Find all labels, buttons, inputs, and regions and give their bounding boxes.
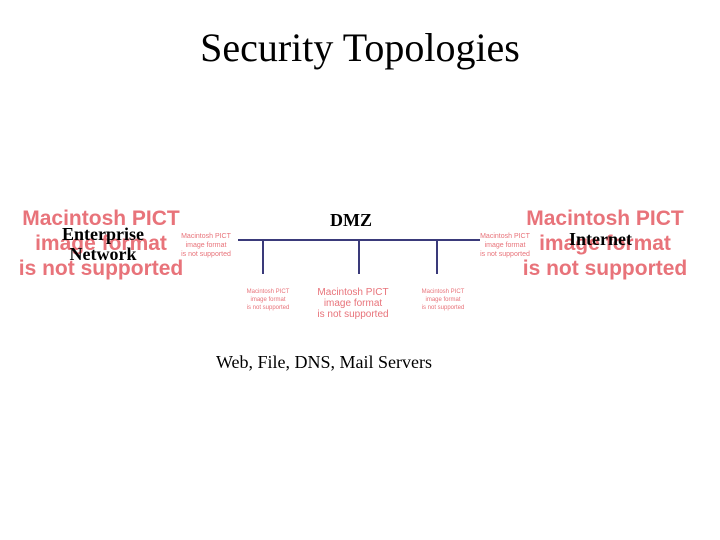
- servers-label: Web, File, DNS, Mail Servers: [216, 352, 433, 372]
- slide-title: Security Topologies: [200, 25, 520, 70]
- right-firewall-image: Macintosh PICT image format is not suppo…: [480, 233, 530, 258]
- enterprise-network-label: Enterprise Network: [62, 224, 144, 264]
- server-image-3: Macintosh PICT image format is not suppo…: [421, 289, 465, 311]
- internet-label: Internet: [569, 229, 632, 249]
- internet-image: Macintosh PICT image format is not suppo…: [522, 207, 688, 280]
- server-image-1: Macintosh PICT image format is not suppo…: [246, 289, 290, 311]
- left-firewall-image: Macintosh PICT image format is not suppo…: [181, 233, 231, 258]
- dmz-label: DMZ: [330, 210, 372, 230]
- enterprise-network-image: Macintosh PICT image format is not suppo…: [18, 207, 184, 280]
- server-image-2: Macintosh PICT image format is not suppo…: [317, 287, 389, 320]
